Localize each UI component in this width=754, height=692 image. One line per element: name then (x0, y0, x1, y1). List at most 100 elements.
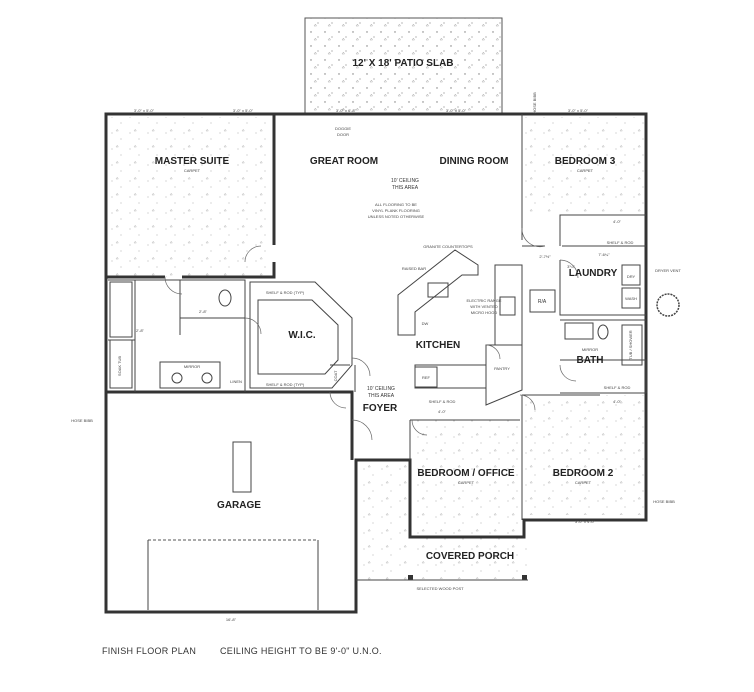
dim-top-5: 3'-0" x 6'-8" (336, 108, 357, 113)
label-patio: 12' X 18' PATIO SLAB (352, 58, 453, 69)
note-range-1: ELECTRIC RANGE (466, 298, 501, 303)
dim-bed3: 4'-0" (613, 219, 622, 224)
tub-shower (621, 324, 643, 366)
label-dining-room: DINING ROOM (440, 156, 509, 167)
label-foyer: FOYER (363, 403, 398, 414)
toilet (597, 324, 609, 340)
note-dw: DW (422, 321, 429, 326)
note-hose-bibb-1: HOSE BIBB (532, 92, 537, 114)
note-shelf-rod-bed3: SHELF & ROD (607, 240, 634, 245)
refrigerator (414, 366, 438, 388)
master-sink-1 (171, 372, 183, 384)
label-bath: BATH (576, 355, 603, 366)
dim-laundry-1: 7'-6¼" (598, 252, 610, 257)
note-shelf-rod-kitchen: SHELF & ROD (429, 399, 456, 404)
dim-laundry-3: 3'¼" (567, 264, 575, 269)
dim-closet: 2'-8" (136, 328, 145, 333)
porch-floor-texture-2 (410, 537, 528, 579)
garage-wall (106, 390, 354, 460)
note-ceiling-great-1: 10' CEILING (391, 178, 419, 184)
porch-floor-texture (356, 460, 408, 580)
garage-door-frame (147, 540, 319, 610)
wic-walls (249, 281, 353, 389)
kitchen-island (397, 249, 479, 336)
soak-tub (109, 339, 133, 389)
note-soak-tub: SOAK TUB (117, 356, 122, 376)
bath-vanity (564, 322, 594, 340)
note-ra: R/A (538, 299, 547, 305)
master-shower (109, 281, 133, 338)
interior-walls (330, 114, 647, 520)
washer (621, 287, 641, 309)
label-garage: GARAGE (217, 500, 261, 511)
label-covered-porch: COVERED PORCH (426, 551, 514, 562)
label-great-room: GREAT ROOM (310, 156, 378, 167)
note-mirror-bath: MIRROR (582, 347, 598, 352)
note-dryer: DRY (627, 274, 636, 279)
kitchen-counter (414, 264, 523, 406)
note-shelf-rod-2: SHELF & ROD (TYP) (266, 382, 305, 387)
note-doggie-door-1: DOGGIE (335, 126, 351, 131)
ra-box (529, 289, 556, 313)
note-ref: REF (422, 375, 431, 380)
note-range-3: MICRO HOOD (471, 310, 498, 315)
master-toilet (218, 289, 232, 307)
note-shelf-rod-1: SHELF & ROD (TYP) (266, 290, 305, 295)
label-bedroom-office: BEDROOM / OFFICE (417, 468, 515, 479)
note-carpet-bed2: CARPET (575, 480, 592, 485)
note-linen: LINEN (230, 379, 242, 384)
patio-slab (304, 17, 503, 114)
dim-wic: 2'-8" (199, 309, 208, 314)
dim-top-4: 3'-0" x 5'-0" (568, 108, 589, 113)
note-carpet-bed3: CARPET (577, 168, 594, 173)
master-bath-wall (108, 279, 246, 392)
master-vanity (159, 361, 221, 389)
porch-post-1 (408, 575, 413, 580)
note-dryer-vent: DRYER VENT (655, 268, 681, 273)
label-master-suite: MASTER SUITE (155, 156, 230, 167)
note-wood-post: SELECTED WOOD POST (416, 586, 464, 591)
label-laundry: LAUNDRY (569, 268, 618, 279)
porch-post-2 (522, 575, 527, 580)
note-ceiling-great-2: THIS AREA (392, 185, 419, 191)
note-raised-bar: RAISED BAR (402, 266, 426, 271)
master-wall (106, 114, 276, 279)
note-shelf-rod-bed2: SHELF & ROD (604, 385, 631, 390)
note-pantry: PANTRY (494, 366, 510, 371)
label-kitchen: KITCHEN (416, 340, 460, 351)
note-carpet-master: CARPET (184, 168, 201, 173)
dim-kitchen: 4'-0" (438, 409, 447, 414)
note-ceiling-foyer-1: 10' CEILING (367, 386, 395, 392)
note-hose-bibb-3: HOSE BIBB (653, 499, 675, 504)
note-flooring-3: UNLESS NOTED OTHERWISE (368, 214, 425, 219)
bed3-floor-texture (524, 117, 644, 212)
dim-bottom: 3'-0" x 4'-0" (575, 519, 596, 524)
dryer (621, 264, 641, 286)
note-flooring-2: VINYL PLANK FLOORING (372, 208, 420, 213)
note-coat: COAT (333, 370, 338, 381)
range (499, 296, 516, 316)
dim-top-2: 3'-0" x 5'-0" (233, 108, 254, 113)
dim-top-3: 3'-0" x 5'-0" (446, 108, 467, 113)
sink (427, 282, 449, 298)
master-sink-2 (201, 372, 213, 384)
dim-top-1: 3'-0" x 5'-0" (134, 108, 155, 113)
garage-car-icon (232, 441, 252, 493)
office-floor-texture (410, 420, 520, 535)
dim-garage: 16'-8" (226, 617, 237, 622)
dryer-vent-icon (656, 293, 680, 317)
dim-bed2: 4'-0" (613, 399, 622, 404)
label-bedroom3: BEDROOM 3 (555, 156, 616, 167)
master-floor-texture (108, 117, 272, 277)
door-swings (164, 227, 579, 441)
label-bedroom2: BEDROOM 2 (553, 468, 614, 479)
note-mirror-master: MIRROR (184, 364, 200, 369)
footer-plan-title: FINISH FLOOR PLAN (102, 646, 197, 656)
note-ceiling-foyer-2: THIS AREA (368, 393, 395, 399)
note-washer: WASH (625, 296, 637, 301)
note-granite: GRANITE COUNTERTOPS (423, 244, 473, 249)
note-carpet-office: CARPET (458, 480, 475, 485)
footer-ceiling-note: CEILING HEIGHT TO BE 9'-0" U.N.O. (220, 646, 382, 656)
label-wic: W.I.C. (288, 330, 315, 341)
